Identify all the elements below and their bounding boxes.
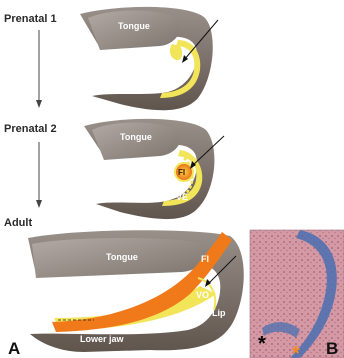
label-vo: VO bbox=[196, 290, 209, 300]
diagram-prenatal2: Tongue FI Lower jaw VE bbox=[84, 119, 224, 219]
stage-label-prenatal2: Prenatal 2 bbox=[4, 123, 57, 135]
time-arrow-1 bbox=[36, 30, 42, 108]
marker-star-black: * bbox=[258, 333, 266, 355]
label-ve: VE bbox=[176, 192, 188, 202]
label-tongue: Tongue bbox=[106, 252, 138, 262]
label-fi: FI bbox=[201, 254, 209, 264]
label-lower-jaw: Lower jaw bbox=[80, 334, 125, 344]
label-tongue: Tongue bbox=[120, 132, 152, 142]
stage-label-prenatal1: Prenatal 1 bbox=[4, 13, 57, 25]
label-lower-jaw: Lower jaw bbox=[114, 183, 159, 193]
label-de: DE bbox=[156, 63, 169, 73]
diagram-adult: Tongue FI VO Lip Lower jaw bbox=[28, 230, 244, 352]
label-ve: VE bbox=[174, 68, 186, 78]
micrograph-panel: * * B bbox=[250, 230, 344, 358]
panel-label-a: A bbox=[8, 339, 20, 358]
panel-label-b: B bbox=[326, 339, 338, 358]
label-fi: FI bbox=[178, 168, 185, 177]
stage-label-adult: Adult bbox=[4, 217, 32, 229]
label-tongue: Tongue bbox=[118, 21, 150, 31]
dental-lamina bbox=[170, 44, 182, 60]
time-arrow-2 bbox=[36, 142, 42, 208]
marker-star-orange: * bbox=[292, 343, 300, 358]
label-lower-jaw: Lower jaw bbox=[130, 80, 175, 90]
diagram-prenatal1: Tongue DE VE Lower jaw bbox=[80, 7, 218, 110]
label-lip: Lip bbox=[212, 308, 226, 318]
